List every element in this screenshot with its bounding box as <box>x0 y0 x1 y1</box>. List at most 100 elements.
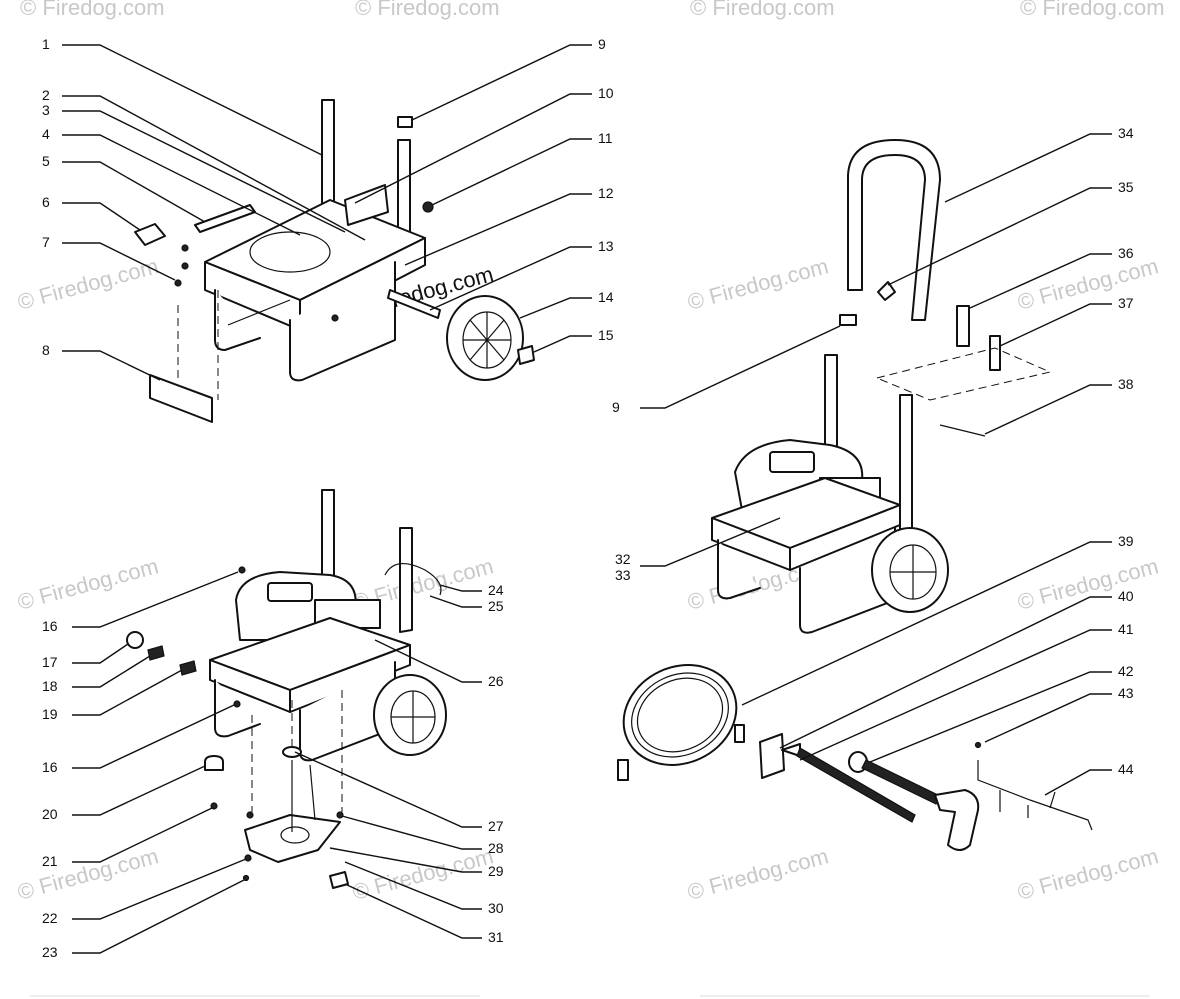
label: 14 <box>598 289 614 305</box>
leader-line <box>779 596 1112 749</box>
label: 2 <box>42 87 50 103</box>
deck-opening <box>249 231 331 273</box>
handle-post-right <box>899 394 913 543</box>
nut <box>331 314 339 322</box>
label: 16 <box>42 759 58 775</box>
hose-coil <box>636 677 724 753</box>
frame-crossbar <box>227 299 291 326</box>
leader-line <box>294 751 482 828</box>
wand-41 <box>796 747 916 823</box>
label: 22 <box>42 910 58 926</box>
bracket-10 <box>344 184 389 226</box>
leader-line <box>72 704 235 769</box>
foot-20 <box>204 755 224 771</box>
leader-line <box>411 44 592 121</box>
screw-23 <box>242 874 250 882</box>
hose-coil <box>631 672 729 758</box>
label-plate-8 <box>149 374 213 423</box>
leader-line <box>1044 769 1112 796</box>
pump-leads <box>291 760 316 832</box>
leader-line <box>429 246 592 311</box>
label: 9 <box>598 36 606 52</box>
label: 39 <box>1118 533 1134 549</box>
label: 7 <box>42 234 50 250</box>
leader-line <box>62 242 176 281</box>
leader-line <box>519 297 592 319</box>
leader-line <box>62 134 301 236</box>
callouts: 1 2 3 4 5 6 7 8 9 10 11 12 13 14 15 16 1… <box>42 36 1134 960</box>
wheel-spokes <box>890 545 936 599</box>
leader-line <box>72 655 151 688</box>
hubcap-15 <box>517 345 535 365</box>
leader-line <box>62 110 346 233</box>
frame-tube-front <box>289 261 396 382</box>
label: 32 <box>615 551 631 567</box>
watermark: © Firedog.com <box>20 0 165 20</box>
engine-panel <box>267 582 313 602</box>
leader-line <box>887 187 1112 286</box>
watermark: © Firedog.com <box>685 253 831 315</box>
fitting-18 <box>147 645 165 661</box>
deck-front <box>289 644 411 713</box>
leader-line <box>799 629 1112 761</box>
leader-line <box>62 44 323 156</box>
leader-line <box>72 571 239 628</box>
watermark: © Firedog.com <box>15 843 161 905</box>
pump-body <box>244 814 341 863</box>
leader-line <box>640 517 781 567</box>
screw-28 <box>246 811 254 819</box>
label: 36 <box>1118 245 1134 261</box>
deck-front <box>789 504 901 571</box>
label: 37 <box>1118 295 1134 311</box>
label: 10 <box>598 85 614 101</box>
dashed-guide <box>251 690 343 812</box>
label: 42 <box>1118 663 1134 679</box>
wand-extension <box>861 759 941 805</box>
leader-line <box>374 639 482 683</box>
leader-line <box>984 384 1112 435</box>
label: 19 <box>42 706 58 722</box>
label: 16 <box>42 618 58 634</box>
leader-line <box>439 584 482 592</box>
label: 5 <box>42 153 50 169</box>
label: 43 <box>1118 685 1134 701</box>
washer-22 <box>244 854 252 862</box>
leader-line <box>404 193 592 266</box>
label: 30 <box>488 900 504 916</box>
leader-line <box>640 325 841 409</box>
clip-6 <box>134 223 166 246</box>
nozzle-card-40 <box>759 733 785 779</box>
leader-line <box>72 765 206 816</box>
plug-16 <box>233 700 241 708</box>
watermark: © Firedog.com <box>690 0 835 20</box>
label: 29 <box>488 863 504 879</box>
watermark: © Firedog.com <box>1015 553 1161 615</box>
watermarks: © Firedog.com © Firedog.com © Firedog.co… <box>15 0 1165 905</box>
fitting-19 <box>179 660 197 676</box>
cap-9 <box>397 116 413 128</box>
label: 9 <box>612 399 620 415</box>
leader-line <box>72 858 247 920</box>
label: 17 <box>42 654 58 670</box>
cap-17 <box>126 631 144 649</box>
clip-35 <box>877 281 896 301</box>
label: 20 <box>42 806 58 822</box>
leader-line <box>969 253 1112 309</box>
handle-post-right <box>399 527 413 633</box>
label: 28 <box>488 840 504 856</box>
screw-7 <box>174 279 182 287</box>
screw-28 <box>336 811 344 819</box>
accessories <box>617 664 1093 851</box>
frame-assembly <box>134 99 535 423</box>
dashed-guide <box>875 347 1052 401</box>
watermark: © Firedog.com <box>685 843 831 905</box>
leader-line <box>344 861 482 910</box>
frame-tube-front <box>799 527 896 634</box>
label: 18 <box>42 678 58 694</box>
leader-line <box>984 693 1112 743</box>
screw-7 <box>181 244 189 252</box>
label: 15 <box>598 327 614 343</box>
leader-line <box>344 883 482 939</box>
leader-line <box>72 669 183 716</box>
leader-line <box>999 303 1112 347</box>
